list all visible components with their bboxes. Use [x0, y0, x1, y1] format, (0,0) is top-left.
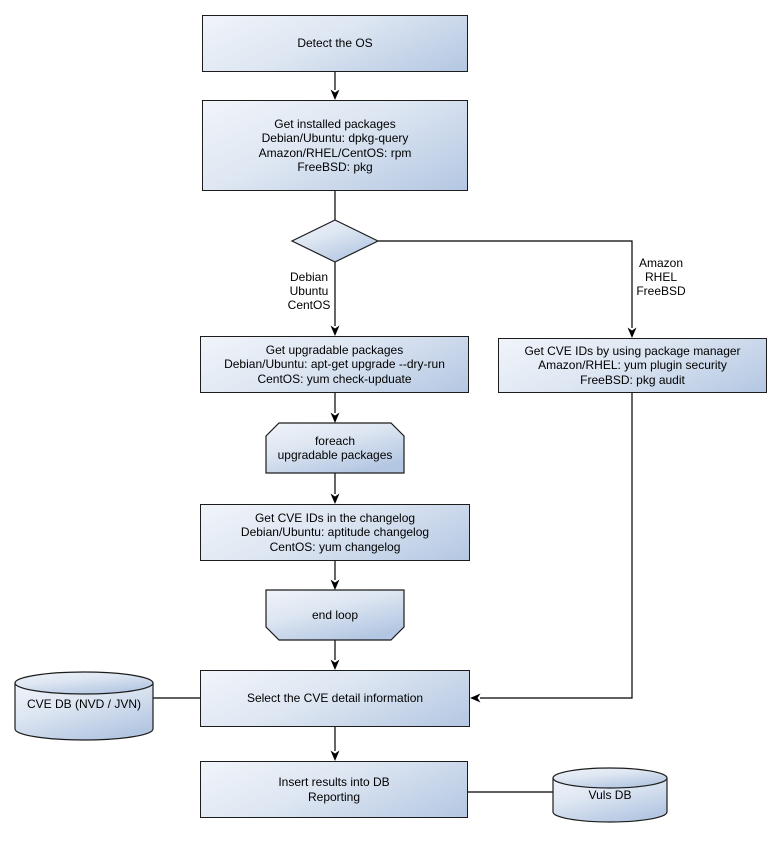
end-loop-shape: [265, 589, 405, 641]
vuls-db-cylinder-body: [552, 778, 668, 823]
arrowhead-down-icon: [330, 493, 340, 504]
arrowhead-down-icon: [330, 659, 340, 670]
vuls-db-cylinder-top: [552, 767, 668, 789]
node-get-installed-packages-label: Get installed packages Debian/Ubuntu: dp…: [258, 117, 412, 174]
arrowhead-down-icon: [627, 327, 637, 338]
arrowhead-down-icon: [330, 579, 340, 590]
node-get-installed-packages: Get installed packages Debian/Ubuntu: dp…: [202, 100, 468, 191]
node-select-cve-detail: Select the CVE detail information: [200, 670, 470, 727]
flow-line-decision-to-pkg-manager: [378, 240, 633, 328]
foreach-loop-shape: [265, 422, 405, 474]
cve-db-cylinder-top: [14, 671, 154, 695]
arrowhead-down-icon: [330, 325, 340, 336]
node-detect-os: Detect the OS: [202, 15, 468, 72]
node-get-upgradable-packages-label: Get upgradable packages Debian/Ubuntu: a…: [224, 343, 445, 386]
node-get-cve-ids-package-manager: Get CVE IDs by using package manager Ama…: [498, 338, 767, 393]
decision-diamond: [290, 219, 380, 263]
arrowhead-down-icon: [330, 750, 340, 761]
node-get-cve-ids-package-manager-label: Get CVE IDs by using package manager Ama…: [524, 344, 741, 387]
node-get-upgradable-packages: Get upgradable packages Debian/Ubuntu: a…: [200, 336, 469, 393]
flow-line-pkg-manager-to-select: [480, 393, 633, 699]
cve-db-cylinder-body: [14, 683, 154, 741]
arrowhead-left-icon: [470, 693, 481, 703]
node-get-cve-ids-changelog-label: Get CVE IDs in the changelog Debian/Ubun…: [240, 511, 430, 554]
node-insert-results-reporting: Insert results into DB Reporting: [200, 761, 468, 818]
node-select-cve-detail-label: Select the CVE detail information: [246, 691, 424, 706]
node-detect-os-label: Detect the OS: [297, 36, 373, 51]
arrowhead-down-icon: [330, 412, 340, 423]
node-insert-results-reporting-label: Insert results into DB Reporting: [278, 775, 390, 804]
node-get-cve-ids-changelog: Get CVE IDs in the changelog Debian/Ubun…: [200, 504, 470, 561]
arrowhead-down-icon: [330, 89, 340, 100]
